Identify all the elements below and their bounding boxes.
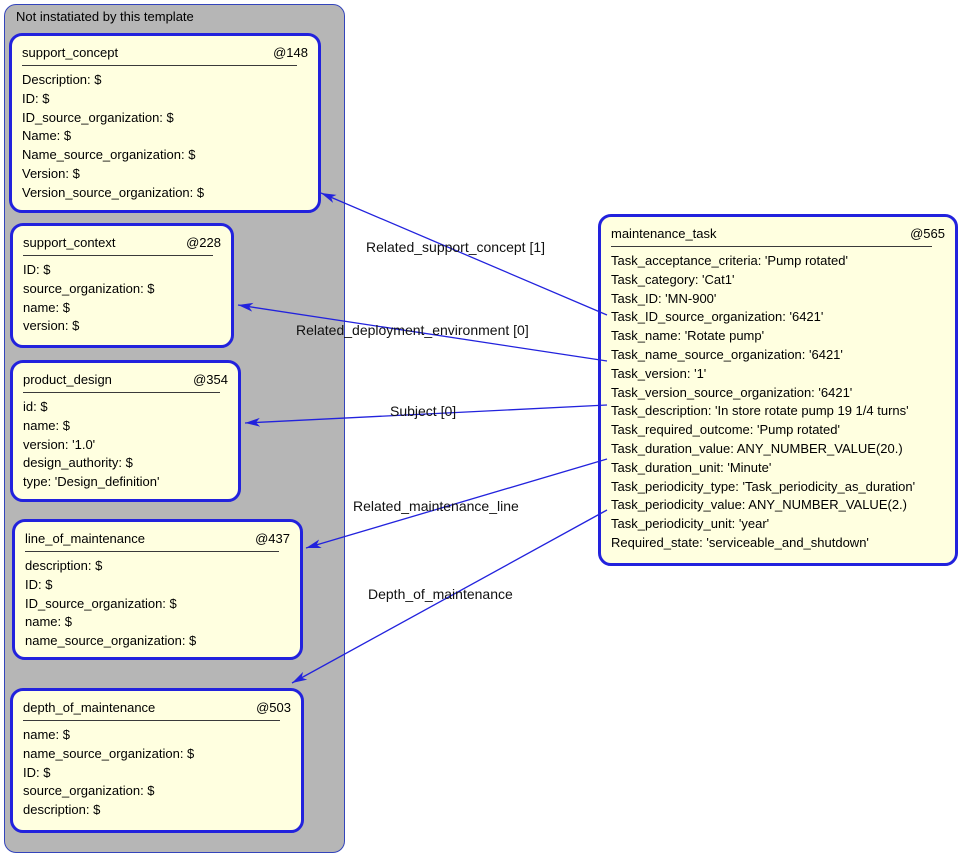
entity-attributes: description: $ ID: $ ID_source_organizatio… xyxy=(25,557,290,651)
relation-label-related-maintenance-line: Related_maintenance_line xyxy=(353,498,519,514)
attribute-line: name: $ xyxy=(25,614,72,630)
attribute-line: Task_name: 'Rotate pump' xyxy=(611,328,765,344)
entity-box-depth-of-maintenance: depth_of_maintenance @503 name: $ name_so… xyxy=(10,688,304,833)
entity-title: maintenance_task xyxy=(611,226,717,241)
entity-title: depth_of_maintenance xyxy=(23,700,156,715)
entity-attributes: id: $ name: $ version: '1.0' design_authori… xyxy=(23,398,228,492)
entity-title: support_concept xyxy=(22,45,119,60)
attribute-line: Task_name_source_organization: '6421' xyxy=(611,346,843,362)
attribute-line: Description: $ xyxy=(22,72,102,87)
entity-title: support_context xyxy=(23,235,116,250)
attribute-line: name: $ xyxy=(23,727,70,742)
attribute-line: version: $ xyxy=(23,318,80,334)
attribute-line: Task_ID_source_organization: '6421' xyxy=(611,309,824,325)
entity-title: line_of_maintenance xyxy=(25,531,145,546)
attribute-line: name_source_organization: $ xyxy=(23,745,195,761)
entity-ref: @565 xyxy=(910,226,945,241)
attribute-line: Task_duration_unit: 'Minute' xyxy=(611,459,772,475)
entity-ref: @354 xyxy=(193,372,228,387)
attribute-line: version: '1.0' xyxy=(23,436,96,452)
entity-separator xyxy=(25,551,280,552)
attribute-line: Task_periodicity_value: ANY_NUMBER_VALUE… xyxy=(611,497,907,513)
attribute-line: Task_acceptance_criteria: 'Pump rotated' xyxy=(611,253,848,268)
relation-label-depth-of-maintenance: Depth_of_maintenance xyxy=(368,586,513,602)
attribute-line: Task_periodicity_type: 'Task_periodicity… xyxy=(611,478,916,494)
entity-attributes: name: $ name_source_organization: $ ID: $ s… xyxy=(23,726,291,820)
relation-label-related-support-concept: Related_support_concept [1] xyxy=(366,239,546,255)
entity-separator xyxy=(22,65,297,66)
entity-attributes: Description: $ ID: $ ID_source_organizatio… xyxy=(22,71,308,203)
attribute-line: Name: $ xyxy=(22,128,72,144)
attribute-line: Version: $ xyxy=(22,165,80,181)
attribute-line: Task_version: '1' xyxy=(611,365,707,381)
attribute-line: ID: $ xyxy=(25,576,53,592)
attribute-line: ID: $ xyxy=(23,764,51,780)
attribute-line: Version_source_organization: $ xyxy=(22,184,205,200)
attribute-line: Task_category: 'Cat1' xyxy=(611,271,735,287)
attribute-line: Name_source_organization: $ xyxy=(22,147,196,163)
entity-box-line-of-maintenance: line_of_maintenance @437 description: $ I… xyxy=(12,519,303,660)
entity-separator xyxy=(23,392,220,393)
attribute-line: Task_duration_value: ANY_NUMBER_VALUE(20… xyxy=(611,440,903,456)
entity-box-product-design: product_design @354 id: $ name: $ version:… xyxy=(10,360,241,502)
relation-label-subject: Subject [0] xyxy=(390,403,457,419)
entity-attributes: ID: $ source_organization: $ name: $ versio… xyxy=(23,261,221,336)
entity-separator xyxy=(611,246,932,247)
relation-label-related-deployment-environment: Related_deployment_environment [0] xyxy=(296,322,529,338)
attribute-line: description: $ xyxy=(23,802,101,818)
entity-separator xyxy=(23,255,214,256)
entity-ref: @228 xyxy=(186,235,221,250)
panel-title: Not instatiated by this template xyxy=(16,9,194,24)
attribute-line: Task_ID: 'MN-900' xyxy=(611,290,717,306)
attribute-line: Task_periodicity_unit: 'year' xyxy=(611,516,770,532)
entity-ref: @437 xyxy=(255,531,290,546)
attribute-line: source_organization: $ xyxy=(23,280,155,296)
attribute-line: Task_description: 'In store rotate pump … xyxy=(611,403,909,419)
attribute-line: description: $ xyxy=(25,558,103,573)
entity-ref: @148 xyxy=(273,45,308,60)
entity-separator xyxy=(23,720,281,721)
entity-ref: @503 xyxy=(256,700,291,715)
entity-title: product_design xyxy=(23,372,112,387)
attribute-line: ID_source_organization: $ xyxy=(25,595,177,611)
attribute-line: ID: $ xyxy=(23,262,51,277)
attribute-line: Task_required_outcome: 'Pump rotated' xyxy=(611,422,840,438)
attribute-line: Task_version_source_organization: '6421' xyxy=(611,384,853,400)
attribute-line: name: $ xyxy=(23,299,70,315)
attribute-line: name_source_organization: $ xyxy=(25,633,197,649)
attribute-line: Required_state: 'serviceable_and_shutdow… xyxy=(611,534,869,550)
attribute-line: ID_source_organization: $ xyxy=(22,109,174,125)
entity-attributes: Task_acceptance_criteria: 'Pump rotated'… xyxy=(611,252,945,553)
attribute-line: ID: $ xyxy=(22,90,50,106)
attribute-line: id: $ xyxy=(23,399,48,414)
attribute-line: name: $ xyxy=(23,417,70,433)
attribute-line: design_authority: $ xyxy=(23,455,133,471)
attribute-line: type: 'Design_definition' xyxy=(23,474,160,490)
entity-box-support-context: support_context @228 ID: $ source_organiz… xyxy=(10,223,234,348)
entity-box-support-concept: support_concept @148 Description: $ ID: $… xyxy=(9,33,321,213)
entity-box-maintenance-task: maintenance_task @565 Task_acceptance_cr… xyxy=(598,214,958,566)
attribute-line: source_organization: $ xyxy=(23,783,155,799)
